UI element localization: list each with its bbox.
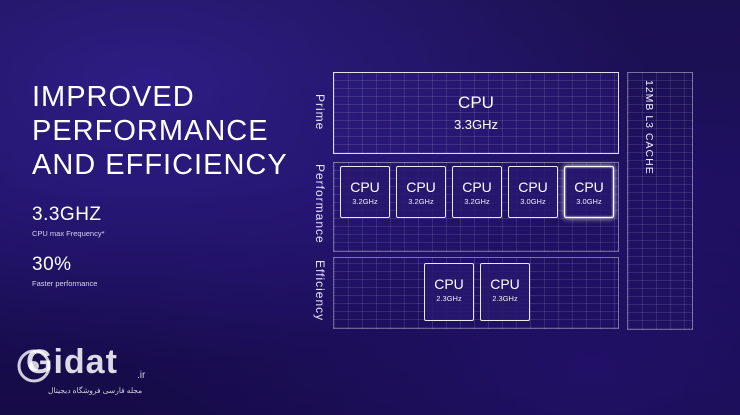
core-label: CPU	[518, 179, 548, 195]
core-frequency: 3.2GHz	[464, 197, 490, 206]
row-label-prime: Prime	[313, 94, 327, 131]
core-label: CPU	[490, 276, 520, 292]
headline-line-1: IMPROVED	[32, 81, 195, 113]
l3-cache-block	[627, 72, 693, 330]
prime-core-label: CPU	[458, 93, 494, 112]
stat-performance-caption: Faster performance	[32, 279, 98, 288]
prime-core-block: CPU 3.3GHz	[333, 72, 619, 154]
watermark-logo-text: Gidat	[26, 343, 118, 381]
core-label: CPU	[350, 179, 380, 195]
headline-line-3: AND EFFICIENCY	[32, 149, 288, 181]
gidat-logo-icon	[17, 349, 51, 383]
performance-core: CPU 3.2GHz	[396, 166, 446, 218]
performance-core-highlighted: CPU 3.0GHz	[564, 166, 614, 218]
headline-line-2: PERFORMANCE	[32, 115, 269, 147]
core-frequency: 3.0GHz	[576, 197, 602, 206]
efficiency-core: CPU 2.3GHz	[424, 263, 474, 321]
core-frequency: 3.2GHz	[408, 197, 434, 206]
core-label: CPU	[574, 179, 604, 195]
performance-core: CPU 3.2GHz	[340, 166, 390, 218]
prime-core-frequency: 3.3GHz	[453, 117, 499, 132]
stat-frequency-caption: CPU max Frequency*	[32, 229, 105, 238]
headline: IMPROVED PERFORMANCE AND EFFICIENCY	[32, 80, 292, 182]
watermark-tld: .ir	[137, 370, 146, 381]
stat-frequency-value: 3.3GHZ	[32, 204, 102, 225]
row-label-efficiency: Efficiency	[313, 260, 327, 322]
core-frequency: 2.3GHz	[492, 294, 518, 303]
row-label-performance: Performance	[313, 164, 327, 244]
l3-cache-label: 12MB L3 CACHE	[643, 80, 655, 175]
stat-performance-value: 30%	[32, 254, 72, 275]
performance-core: CPU 3.0GHz	[508, 166, 558, 218]
efficiency-core: CPU 2.3GHz	[480, 263, 530, 321]
core-label: CPU	[406, 179, 436, 195]
efficiency-cluster	[333, 257, 619, 329]
core-frequency: 2.3GHz	[436, 294, 462, 303]
performance-core: CPU 3.2GHz	[452, 166, 502, 218]
core-frequency: 3.2GHz	[352, 197, 378, 206]
core-frequency: 3.0GHz	[520, 197, 546, 206]
core-label: CPU	[434, 276, 464, 292]
core-label: CPU	[462, 179, 492, 195]
watermark-tagline: مجله فارسی فروشگاه دیجیتال	[48, 386, 143, 395]
